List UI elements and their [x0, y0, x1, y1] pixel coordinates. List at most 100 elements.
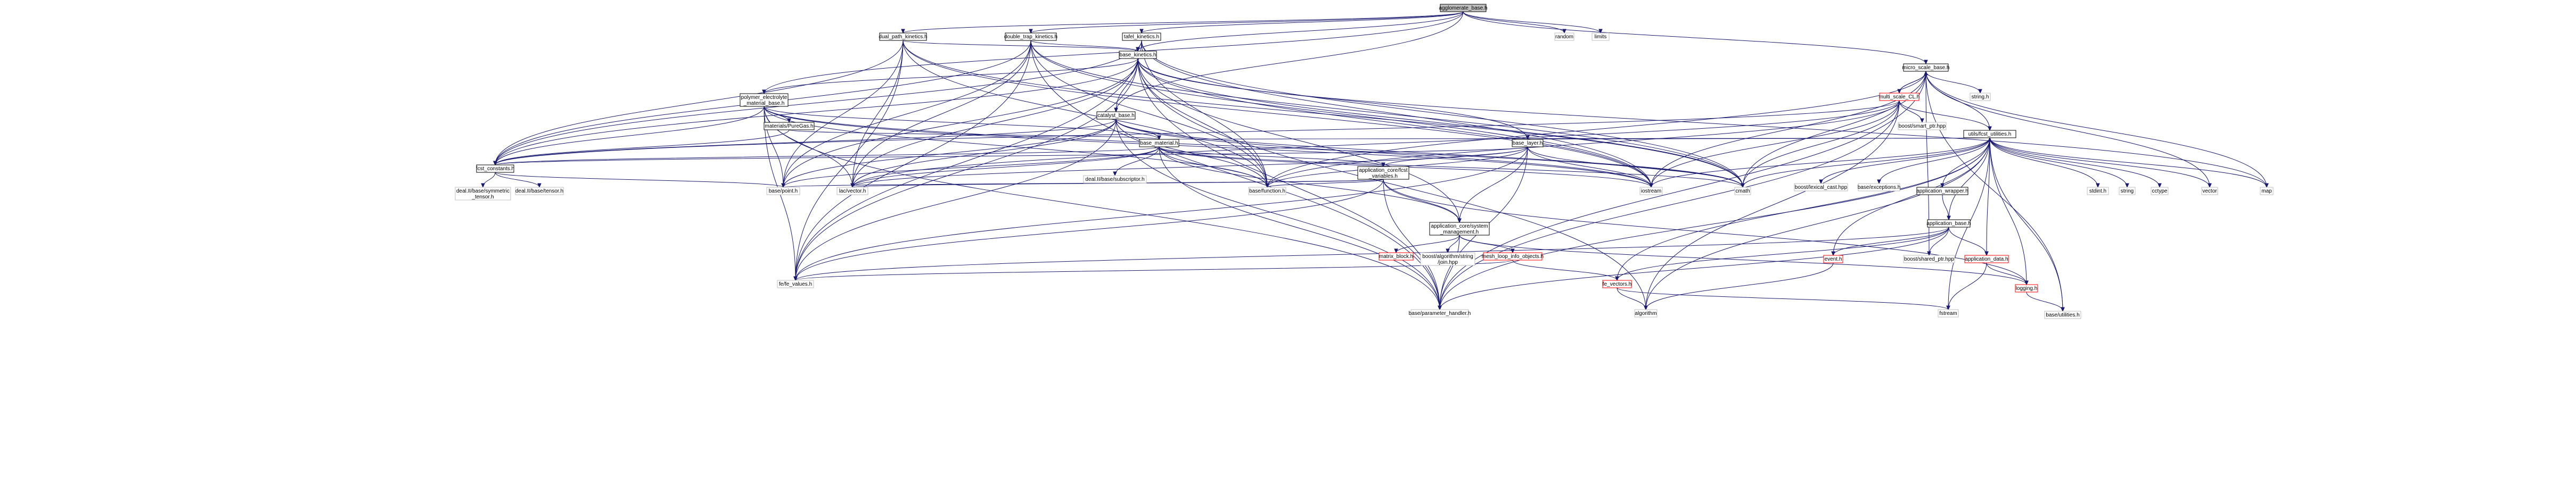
node-stdint-h[interactable]: stdint.h — [2087, 187, 2109, 195]
edge-arrowhead — [1511, 248, 1515, 254]
edge-micro-scale-base-to-map — [1925, 71, 2267, 188]
node-label: base/point.h — [769, 188, 798, 194]
node-iostream[interactable]: iostream — [1639, 187, 1663, 195]
edge-arrowhead — [1113, 171, 1117, 177]
node-base-function[interactable]: base/function.h — [1248, 187, 1286, 195]
node-multi-scale-cl[interactable]: multi_scale_CL.h — [1879, 93, 1920, 101]
node-boost-shared-ptr[interactable]: boost/shared_ptr.hpp — [1903, 255, 1955, 263]
node-fcst-constants[interactable]: fcst_constants.h — [476, 164, 514, 173]
edge-tafel-kinetics-to-fcst-constants — [495, 40, 1142, 165]
node-base-kinetics[interactable]: base_kinetics.h — [1119, 51, 1157, 59]
node-box — [836, 187, 868, 195]
edge-fcst-constants-to-base-point — [495, 172, 784, 188]
node-base-point[interactable]: base/point.h — [766, 187, 800, 195]
node-box — [1634, 309, 1658, 318]
node-utils-fcst-utilities[interactable]: utils/fcst_utilities.h — [1963, 130, 2016, 138]
node-tafel-kinetics[interactable]: tafel_kinetics.h — [1122, 32, 1161, 41]
node-polymer-electrolyte[interactable]: polymer_electrolyte_material_base.h — [740, 93, 789, 107]
node-logging-h[interactable]: logging.h — [2015, 284, 2038, 293]
edge-arrowhead — [1877, 179, 1881, 185]
node-algorithm[interactable]: algorithm — [1634, 309, 1658, 318]
edge-application-core-fcst-variables-to-base-parameter-handler — [1383, 179, 1440, 310]
edge-catalyst-base-to-iostream — [1115, 119, 1652, 188]
node-application-data[interactable]: application_data.h — [1964, 255, 2009, 263]
node-deal-subscriptor[interactable]: deal.II/base/subscriptor.h — [1083, 175, 1147, 184]
node-box — [1379, 252, 1414, 261]
node-deal-tensor[interactable]: deal.II/base/tensor.h — [515, 187, 564, 195]
edge-arrowhead — [2024, 280, 2029, 286]
node-fstream[interactable]: fstream — [1938, 309, 1959, 318]
edge-application-core-fcst-variables-to-fe-fe-values — [795, 179, 1384, 281]
edge-arrowhead — [2208, 183, 2212, 188]
node-matrix-block[interactable]: matrix_block.h — [1379, 252, 1414, 261]
node-application-wrapper[interactable]: application_wrapper.h — [1916, 187, 1968, 195]
node-mesh-loop-info-objects[interactable]: mesh_loop_info_objects.h — [1482, 252, 1544, 261]
node-fe-fe-values[interactable]: fe/fe_values.h — [777, 280, 814, 288]
node-boost-lexical-cast[interactable]: boost/lexical_cast.hpp — [1794, 183, 1848, 192]
node-dual-path-kinetics[interactable]: dual_path_kinetics.h — [879, 32, 928, 41]
edge-utils-fcst-utilities-to-vector — [1989, 137, 2210, 188]
edge-double-trap-kinetics-to-fe-fe-values — [795, 40, 1031, 281]
node-application-core-system-management[interactable]: application_core/system_management.h — [1429, 222, 1490, 236]
node-map[interactable]: map — [2260, 187, 2274, 195]
node-fe-vectors[interactable]: fe_vectors.h — [1602, 280, 1632, 288]
node-label: base_layer.h — [1513, 140, 1543, 146]
node-agglomerate-base[interactable]: agglomerate_base.h — [1439, 4, 1488, 12]
nodes-layer: agglomerate_base.h dual_path_kinetics.h do… — [455, 4, 2274, 319]
node-cmath[interactable]: cmath — [1734, 187, 1751, 195]
node-catalyst-base[interactable]: catalyst_base.h — [1096, 111, 1136, 120]
edge-arrowhead — [1927, 251, 1931, 256]
node-base-layer[interactable]: base_layer.h — [1512, 139, 1544, 147]
node-base-exceptions[interactable]: base/exceptions.h — [1858, 183, 1901, 192]
edge-catalyst-base-to-lac-vector — [852, 119, 1117, 188]
node-label: base/parameter_handler.h — [1409, 311, 1471, 317]
node-application-core-fcst-variables[interactable]: application_core/fcst_variables.h — [1357, 166, 1409, 180]
node-micro-scale-base[interactable]: micro_scale_base.h — [1902, 63, 1950, 72]
node-box — [879, 32, 927, 41]
edge-catalyst-base-to-cmath — [1115, 119, 1743, 188]
node-base-material[interactable]: base_material.h — [1139, 139, 1179, 147]
edge-arrowhead — [1924, 60, 1928, 65]
edge-application-base-to-base-parameter-handler — [1439, 227, 1949, 310]
edge-base-kinetics-to-polymer-electrolyte — [764, 58, 1138, 94]
edge-polymer-electrolyte-to-fcst-constants — [495, 106, 765, 165]
node-base-utilities[interactable]: base/utilities.h — [2044, 311, 2081, 319]
node-boost-smart-ptr[interactable]: boost/smart_ptr.hpp — [1898, 122, 1947, 130]
edge-utils-fcst-utilities-to-logging-h — [1989, 137, 2027, 285]
edge-arrowhead — [1819, 179, 1823, 185]
edge-tafel-kinetics-to-fe-fe-values — [795, 40, 1142, 281]
edge-arrowhead — [2061, 307, 2065, 312]
edge-multi-scale-cl-to-iostream — [1651, 100, 1900, 188]
edge-arrowhead — [2096, 183, 2100, 188]
node-materials-puregas[interactable]: materials/PureGas.h — [764, 122, 815, 130]
edge-polymer-electrolyte-to-base-function — [764, 106, 1268, 188]
edge-arrowhead — [1438, 305, 1442, 311]
edge-micro-scale-base-to-base-utilities — [1925, 71, 2063, 312]
node-label: application_base.h — [1926, 221, 1971, 227]
node-boost-algorithm-string[interactable]: boost/algorithm/string/join.hpp — [1420, 252, 1475, 266]
edge-arrowhead — [1446, 248, 1450, 254]
node-box — [1554, 32, 1574, 41]
edge-application-base-to-event-h — [1833, 227, 1949, 256]
node-random[interactable]: random — [1554, 32, 1574, 41]
node-limits[interactable]: limits — [1591, 32, 1610, 41]
node-application-base[interactable]: application_base.h — [1926, 219, 1971, 228]
edge-application-base-to-fe-vectors — [1617, 227, 1949, 281]
node-event-h[interactable]: event.h — [1823, 255, 1843, 263]
edge-double-trap-kinetics-to-base-kinetics — [1030, 40, 1138, 52]
edge-base-material-to-base-parameter-handler — [1159, 146, 1440, 310]
edge-arrowhead — [493, 161, 497, 166]
node-label: string.h — [1972, 94, 1989, 100]
node-lac-vector[interactable]: lac/vector.h — [836, 187, 868, 195]
edge-tafel-kinetics-to-base-function — [1141, 40, 1268, 188]
node-cctype[interactable]: cctype — [2151, 187, 2169, 195]
edge-arrowhead — [1946, 305, 1950, 311]
node-box — [2119, 187, 2136, 195]
node-deal-symmetric-tensor[interactable]: deal.II/base/symmetric_tensor.h — [455, 187, 511, 201]
node-label: utils/fcst_utilities.h — [1968, 131, 2012, 137]
node-string[interactable]: string — [2119, 187, 2136, 195]
node-base-parameter-handler[interactable]: base/parameter_handler.h — [1409, 309, 1471, 318]
node-string-h[interactable]: string.h — [1970, 93, 1991, 101]
node-double-trap-kinetics[interactable]: double_trap_kinetics.h — [1004, 32, 1057, 41]
node-vector[interactable]: vector — [2201, 187, 2218, 195]
